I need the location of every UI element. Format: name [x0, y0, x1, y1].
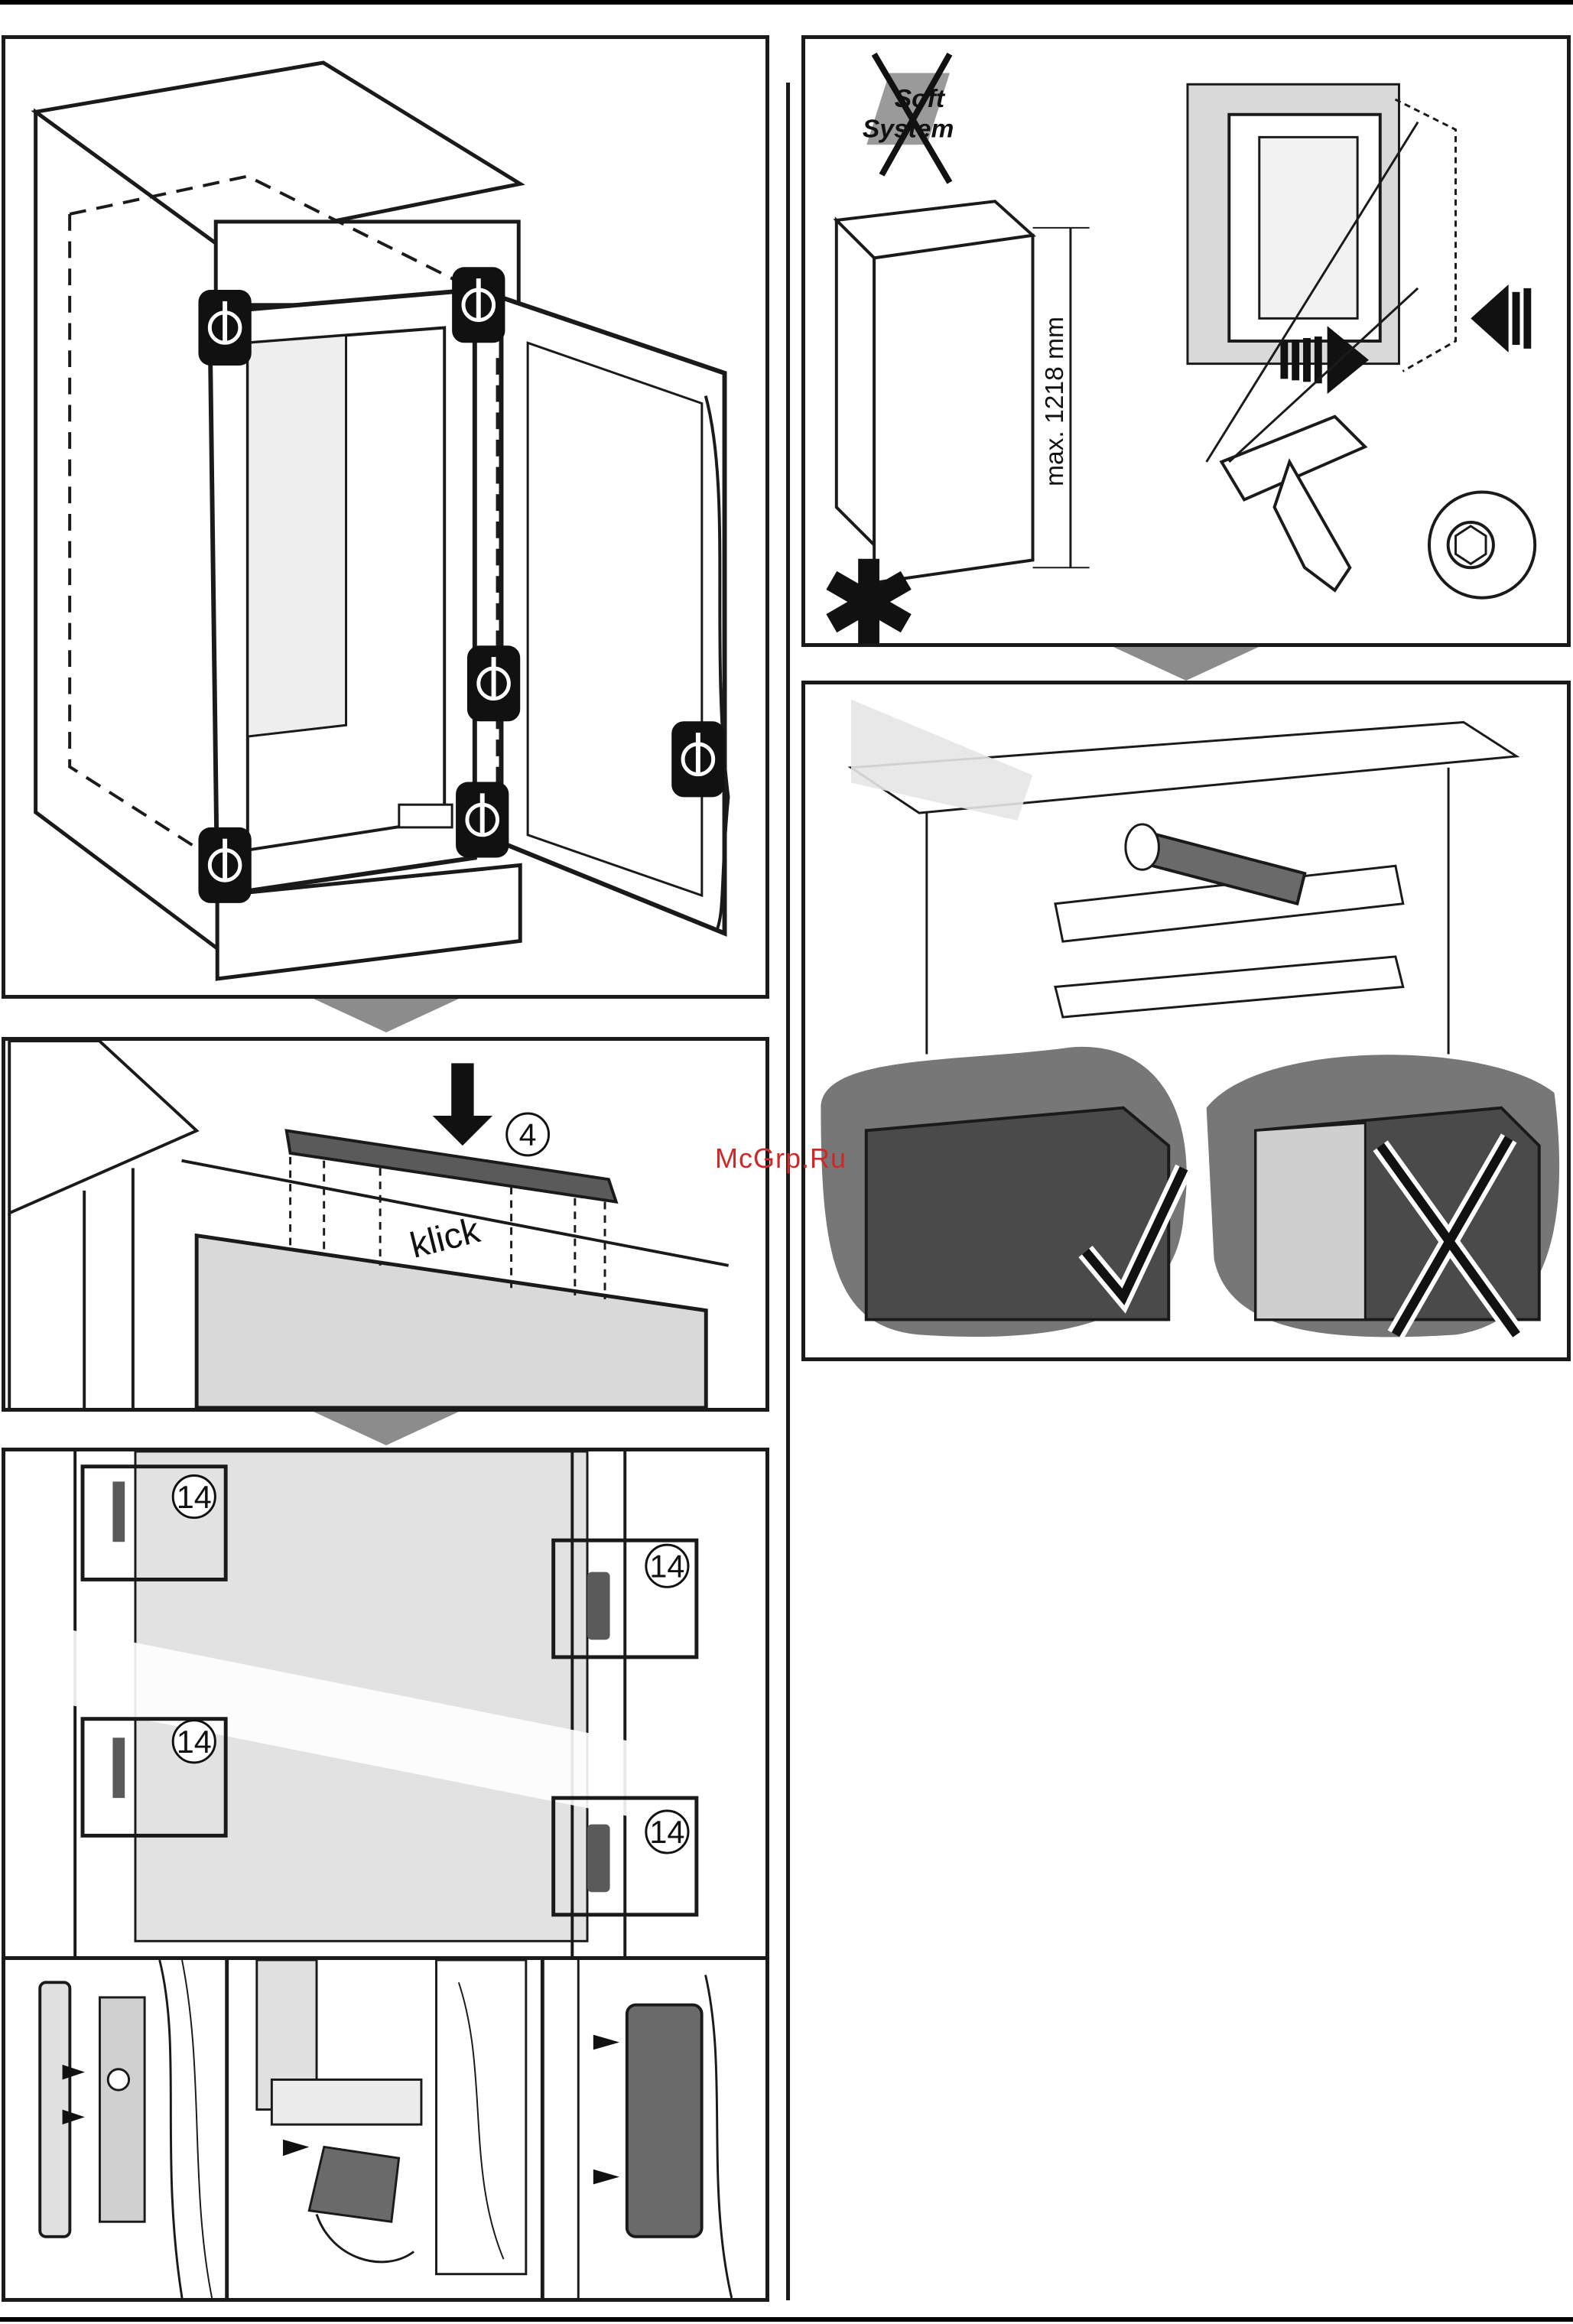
panel-soft-system: Soft System max. 1218 mm ✱ [801, 35, 1571, 647]
step-arrow [1113, 647, 1259, 681]
panel-trim-strip: 4 klick [2, 1037, 769, 1412]
hinge-screw-marker [198, 827, 251, 903]
soft-system-logo: Soft System [863, 54, 954, 183]
cabinet-illustration [5, 39, 765, 995]
hinge-screw-marker [456, 782, 509, 858]
correct-alignment-sample [821, 1047, 1186, 1337]
hinge-screw-marker [452, 267, 505, 343]
part-number-label: 4 [519, 1117, 537, 1152]
click-label: klick [406, 1209, 484, 1266]
appliance-height-illustration: Soft System max. 1218 mm ✱ [805, 39, 1567, 643]
star-symbol: ✱ [821, 541, 916, 643]
hinge-screw-marker [467, 645, 520, 721]
panel-cabinet-hinges [2, 35, 769, 999]
panel-alignment-check [801, 681, 1571, 1361]
door-panel-illustration: 14 14 14 14 [5, 1451, 765, 1956]
top-rule [0, 0, 1573, 5]
max-height-label: max. 1218 mm [1041, 317, 1069, 486]
alignment-illustration [805, 684, 1567, 1357]
hinge-screw-marker [198, 290, 251, 366]
panel-detail-row [2, 1956, 769, 2302]
panel-door-brackets: 14 14 14 14 [2, 1448, 769, 1960]
bottom-rule [0, 2317, 1573, 2322]
watermark-text: McGrp.Ru [715, 1142, 847, 1175]
part-number-label: 14 [649, 1815, 684, 1850]
step-arrow [314, 999, 459, 1032]
part-number-label: 14 [649, 1549, 684, 1585]
trim-strip-illustration: 4 klick [5, 1041, 765, 1408]
detail-illustrations [5, 1960, 765, 2298]
hinge-screw-marker [671, 721, 724, 797]
part-number-label: 14 [177, 1480, 212, 1515]
part-number-label: 14 [177, 1724, 212, 1760]
step-arrow [314, 1412, 459, 1445]
incorrect-alignment-sample [1207, 1055, 1559, 1337]
column-divider [786, 83, 790, 2300]
